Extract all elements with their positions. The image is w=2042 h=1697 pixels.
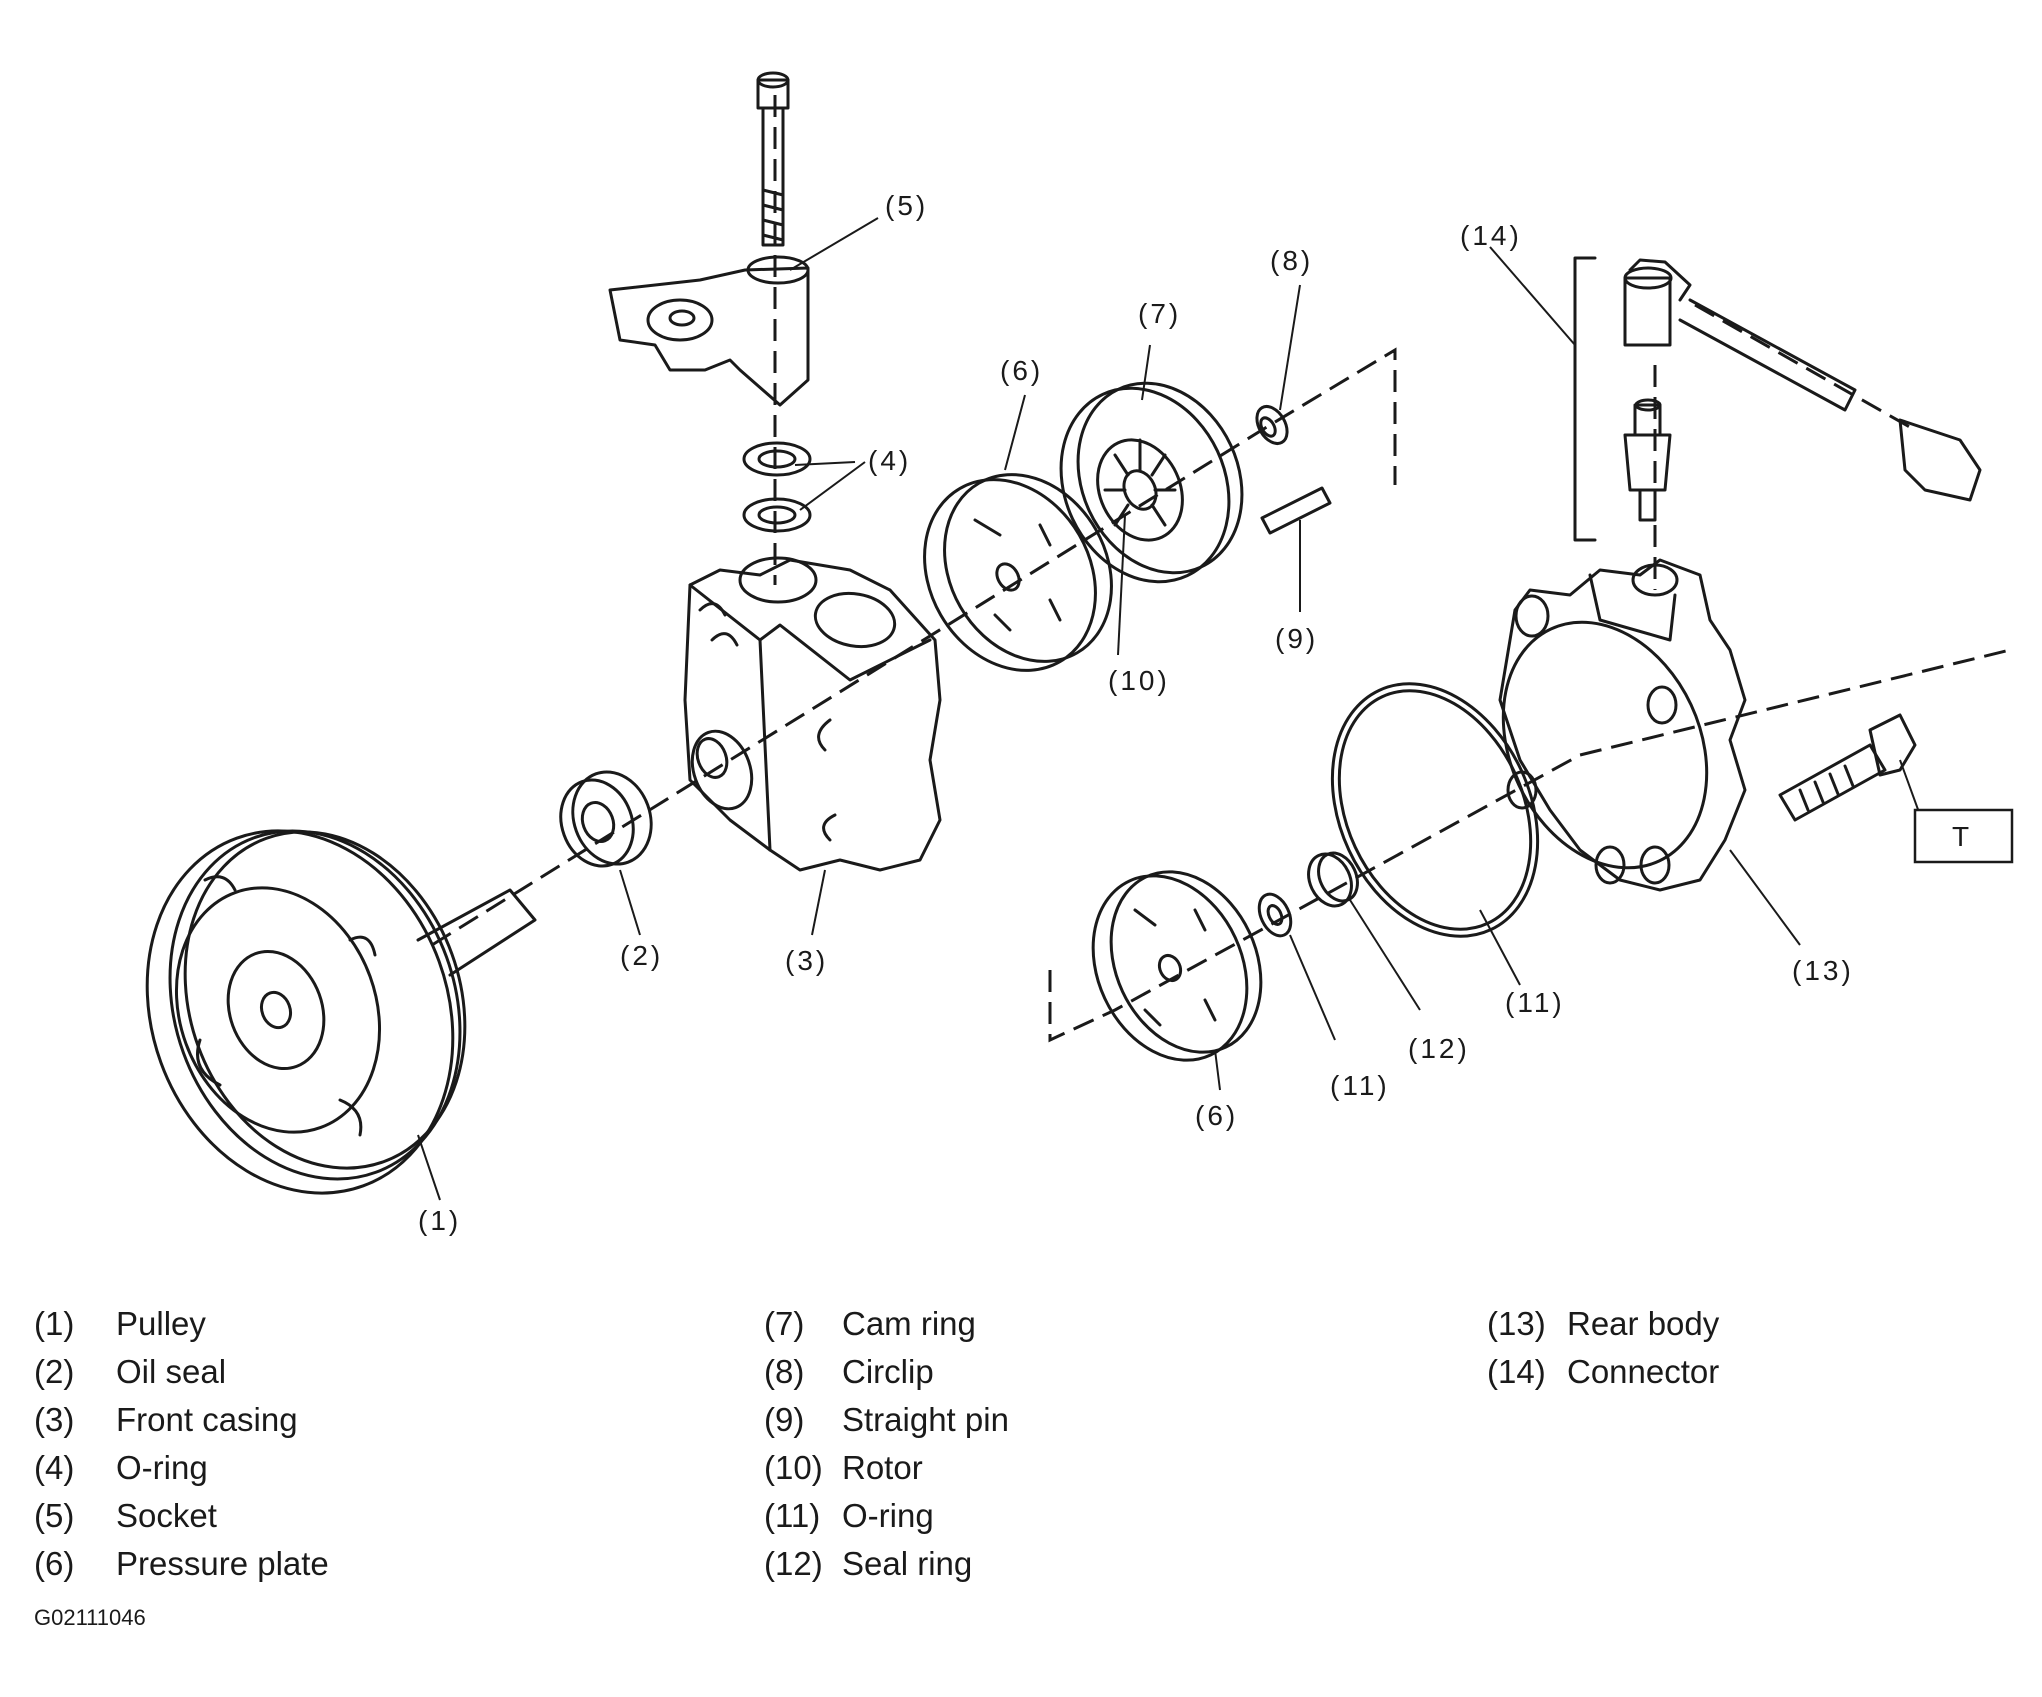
callout-8: (8) [1270, 245, 1313, 276]
rotor [1096, 438, 1184, 542]
parts-legend-column-1: (1) Pulley (2) Oil seal (3) Front casing (4… [34, 1300, 329, 1588]
callout-7: (7) [1138, 298, 1181, 329]
legend-number: (7) [764, 1305, 805, 1342]
legend-row-11: (11) O-ring [764, 1492, 1009, 1540]
figure-code: G02111046 [34, 1605, 146, 1630]
legend-number: (10) [764, 1449, 823, 1486]
pressure-plate-upper [923, 473, 1113, 672]
legend-row-12: (12) Seal ring [764, 1540, 1009, 1588]
legend-label: Pulley [116, 1305, 206, 1342]
callout-14: (14) [1460, 220, 1522, 251]
pulley [145, 829, 537, 1195]
callout-5: (5) [885, 190, 928, 221]
legend-number: (9) [764, 1401, 805, 1438]
legend-row-14: (14) Connector [1487, 1348, 1719, 1396]
callout-2: (2) [620, 940, 663, 971]
legend-label: Cam ring [842, 1305, 976, 1342]
legend-label: Seal ring [842, 1545, 973, 1582]
legend-number: (2) [34, 1353, 75, 1390]
legend-number: (13) [1487, 1305, 1546, 1342]
callout-1: (1) [418, 1205, 461, 1236]
cam-ring [1059, 381, 1244, 584]
legend-number: (6) [34, 1545, 75, 1582]
callout-9: (9) [1275, 623, 1318, 654]
legend-label: Circlip [842, 1353, 934, 1390]
oil-seal [559, 770, 653, 868]
rear-body [1498, 558, 1747, 892]
callout-6-lower: (6) [1195, 1100, 1238, 1131]
legend-label: Socket [116, 1497, 217, 1534]
socket-with-bolt [608, 71, 810, 407]
legend-number: (11) [764, 1497, 821, 1534]
legend-row-4: (4) O-ring [34, 1444, 329, 1492]
legend-number: (12) [764, 1545, 823, 1582]
legend-number: (3) [34, 1401, 75, 1438]
callout-10: (10) [1108, 665, 1170, 696]
legend-label: Rear body [1567, 1305, 1720, 1342]
legend-row-7: (7) Cam ring [764, 1300, 1009, 1348]
straight-pin [1260, 486, 1332, 535]
legend-number: (5) [34, 1497, 75, 1534]
pressure-plate-lower [1091, 870, 1263, 1062]
legend-label: O-ring [842, 1497, 934, 1534]
legend-label: Pressure plate [116, 1545, 329, 1582]
legend-row-1: (1) Pulley [34, 1300, 329, 1348]
legend-label: Rotor [842, 1449, 923, 1486]
legend-number: (8) [764, 1353, 805, 1390]
callout-11-large: (11) [1505, 987, 1565, 1018]
torque-spec-box: T [1913, 808, 2014, 864]
seal-ring [1307, 851, 1359, 908]
legend-label: Oil seal [116, 1353, 227, 1390]
callout-13: (13) [1792, 955, 1854, 986]
legend-number: (14) [1487, 1353, 1546, 1390]
callout-6-upper: (6) [1000, 355, 1043, 386]
circlip [1255, 405, 1289, 445]
legend-label: O-ring [116, 1449, 208, 1486]
callout-3: (3) [785, 945, 828, 976]
legend-row-9: (9) Straight pin [764, 1396, 1009, 1444]
callout-11-small: (11) [1330, 1070, 1390, 1101]
legend-label: Front casing [116, 1401, 298, 1438]
legend-label: Connector [1567, 1353, 1720, 1390]
parts-legend-column-2: (7) Cam ring (8) Circlip (9) Straight pin (… [764, 1300, 1009, 1588]
legend-row-2: (2) Oil seal [34, 1348, 329, 1396]
o-ring-small-11 [1257, 892, 1293, 938]
legend-row-8: (8) Circlip [764, 1348, 1009, 1396]
legend-label: Straight pin [842, 1401, 1009, 1438]
o-rings-4 [742, 441, 812, 533]
assembly-axis-lines [431, 95, 2011, 1043]
callout-4: (4) [868, 445, 911, 476]
callout-12: (12) [1408, 1033, 1470, 1064]
parts-legend-column-3: (13) Rear body (14) Connector [1487, 1300, 1719, 1396]
torque-label: T [1952, 821, 1972, 852]
legend-row-6: (6) Pressure plate [34, 1540, 329, 1588]
rear-body-bolt [1778, 713, 1917, 822]
legend-row-3: (3) Front casing [34, 1396, 329, 1444]
legend-row-13: (13) Rear body [1487, 1300, 1719, 1348]
connector-assembly [1573, 256, 1982, 542]
front-casing [683, 556, 942, 872]
callout-labels: (1) (2) (3) (4) (5) (6) (7) (8) (9) (10)… [418, 190, 1854, 1236]
legend-row-10: (10) Rotor [764, 1444, 1009, 1492]
legend-row-5: (5) Socket [34, 1492, 329, 1540]
legend-number: (4) [34, 1449, 75, 1486]
legend-number: (1) [34, 1305, 75, 1342]
leader-lines [417, 217, 1921, 1201]
